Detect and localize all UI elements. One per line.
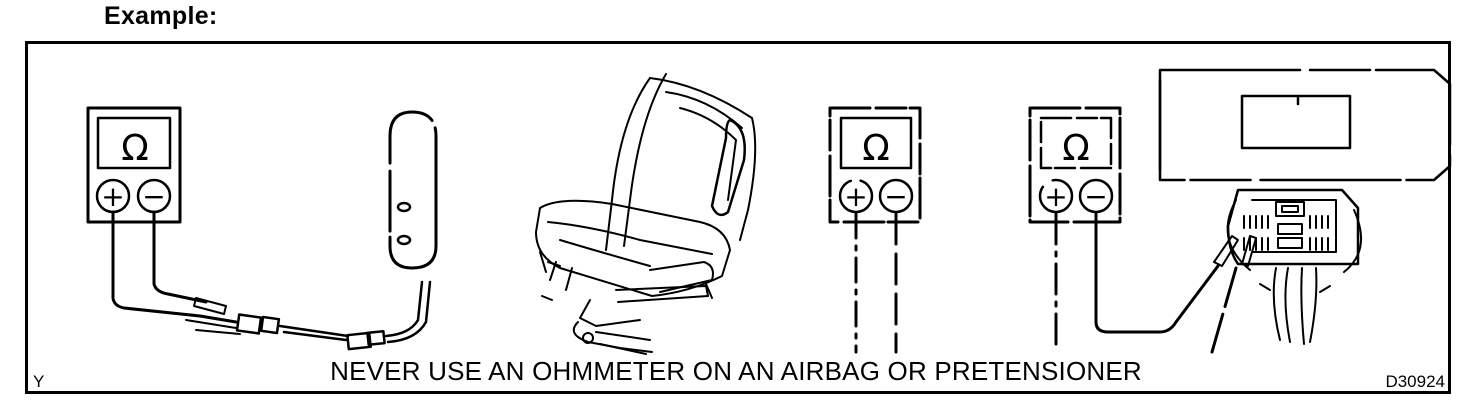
seat-illustration [535,73,757,355]
minus-terminal-icon: − [884,180,907,213]
ohm-symbol: Ω [121,128,149,169]
connector-harness [235,280,432,351]
ohmmeter-1: Ω + − [86,106,182,224]
control-unit [1158,68,1452,182]
ohm-symbol: Ω [862,128,890,169]
plus-terminal-icon: + [1044,180,1067,213]
corner-code: Y [33,372,45,391]
ohm-symbol: Ω [1062,128,1090,169]
minus-terminal-icon: − [1084,180,1107,213]
minus-terminal-icon: − [142,180,165,213]
plus-terminal-icon: + [101,180,124,213]
page-title: Example: [104,2,218,30]
probe-leads-3 [1054,212,1257,354]
ecu-connector [1226,188,1362,345]
airbag-module [388,110,438,270]
plus-terminal-icon: + [844,180,867,213]
illustration-frame [25,41,1451,394]
probe-leads-1 [111,210,241,335]
drawing-id: D30924 [1385,372,1445,391]
ohmmeter-2: Ω + − [828,106,922,224]
ohmmeter-3: Ω + − [1028,106,1122,224]
probe-leads-2 [854,212,898,354]
warning-caption: NEVER USE AN OHMMETER ON AN AIRBAG OR PR… [330,356,1142,386]
